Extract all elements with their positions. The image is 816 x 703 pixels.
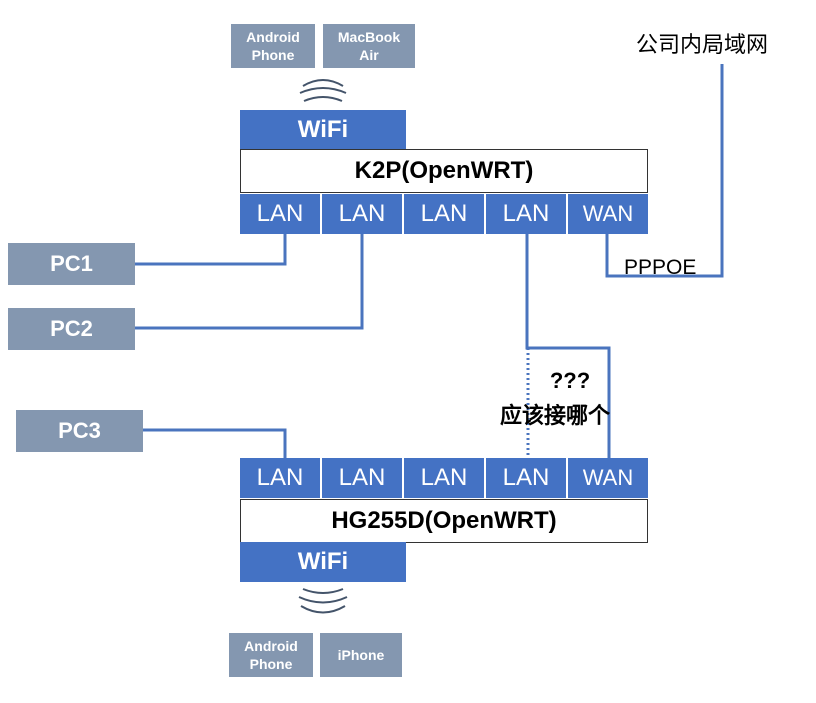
bottom-port-lan2-label: LAN <box>338 464 386 491</box>
top-lan4-link <box>525 234 611 458</box>
bottom-wifi-label: WiFi <box>297 548 349 575</box>
top-port-wan: WAN <box>568 194 648 234</box>
pc2-link <box>135 234 364 330</box>
bottom-port-lan3-label: LAN <box>420 464 468 491</box>
question-text: 应该接哪个 <box>500 397 642 431</box>
bottom-router-name: HG255D(OpenWRT) <box>331 507 557 534</box>
pppoe-text: PPPOE <box>624 256 697 279</box>
pc1-label: PC1 <box>50 251 93 276</box>
top-port-lan1: LAN <box>240 194 320 234</box>
pc3-link <box>143 428 287 458</box>
top-wifi-label: WiFi <box>297 116 349 143</box>
top-macbook-air-label: MacBook Air <box>337 29 401 63</box>
bottom-port-lan1: LAN <box>240 458 320 498</box>
question-marks-text: ??? <box>549 368 591 393</box>
top-port-lan1-label: LAN <box>256 200 304 227</box>
bottom-wifi-block: WiFi <box>240 542 406 582</box>
bottom-port-lan4: LAN <box>486 458 566 498</box>
bottom-port-wan: WAN <box>568 458 648 498</box>
company-lan-text: 公司内局域网 <box>636 32 769 57</box>
pc1-box: PC1 <box>8 243 135 285</box>
pc2-box: PC2 <box>8 308 135 350</box>
top-macbook-air-box: MacBook Air <box>323 24 415 68</box>
top-port-lan3-label: LAN <box>420 200 468 227</box>
top-port-wan-label: WAN <box>582 201 634 226</box>
bottom-port-lan1-label: LAN <box>256 464 304 491</box>
top-android-phone-label: Android Phone <box>246 29 300 63</box>
bottom-router-box: HG255D(OpenWRT) <box>240 499 648 543</box>
top-port-lan4-label: LAN <box>502 200 550 227</box>
question-marks: ??? <box>540 366 600 396</box>
pc2-label: PC2 <box>50 316 93 341</box>
bottom-port-wan-label: WAN <box>582 465 634 490</box>
top-android-phone-box: Android Phone <box>231 24 315 68</box>
company-lan-label: 公司内局域网 <box>636 26 808 60</box>
top-router-box: K2P(OpenWRT) <box>240 149 648 193</box>
question-text-value: 应该接哪个 <box>500 403 611 428</box>
bottom-port-lan3: LAN <box>404 458 484 498</box>
bottom-android-phone-label: Android Phone <box>244 638 298 672</box>
top-wifi-signal-icon <box>299 79 347 102</box>
top-port-lan2-label: LAN <box>338 200 386 227</box>
top-port-lan2: LAN <box>322 194 402 234</box>
top-port-lan3: LAN <box>404 194 484 234</box>
pc3-label: PC3 <box>58 418 101 443</box>
bottom-port-lan4-label: LAN <box>502 464 550 491</box>
pc3-box: PC3 <box>16 410 143 452</box>
bottom-android-phone-box: Android Phone <box>229 633 313 677</box>
wan-pppoe-link <box>605 64 724 278</box>
bottom-port-lan2: LAN <box>322 458 402 498</box>
top-router-name: K2P(OpenWRT) <box>354 157 534 184</box>
top-port-lan4: LAN <box>486 194 566 234</box>
bottom-wifi-signal-icon <box>298 588 348 614</box>
pppoe-label: PPPOE <box>624 254 714 282</box>
bottom-iphone-box: iPhone <box>320 633 402 677</box>
bottom-iphone-label: iPhone <box>337 647 385 663</box>
pc1-link <box>135 234 287 266</box>
top-wifi-block: WiFi <box>240 110 406 150</box>
